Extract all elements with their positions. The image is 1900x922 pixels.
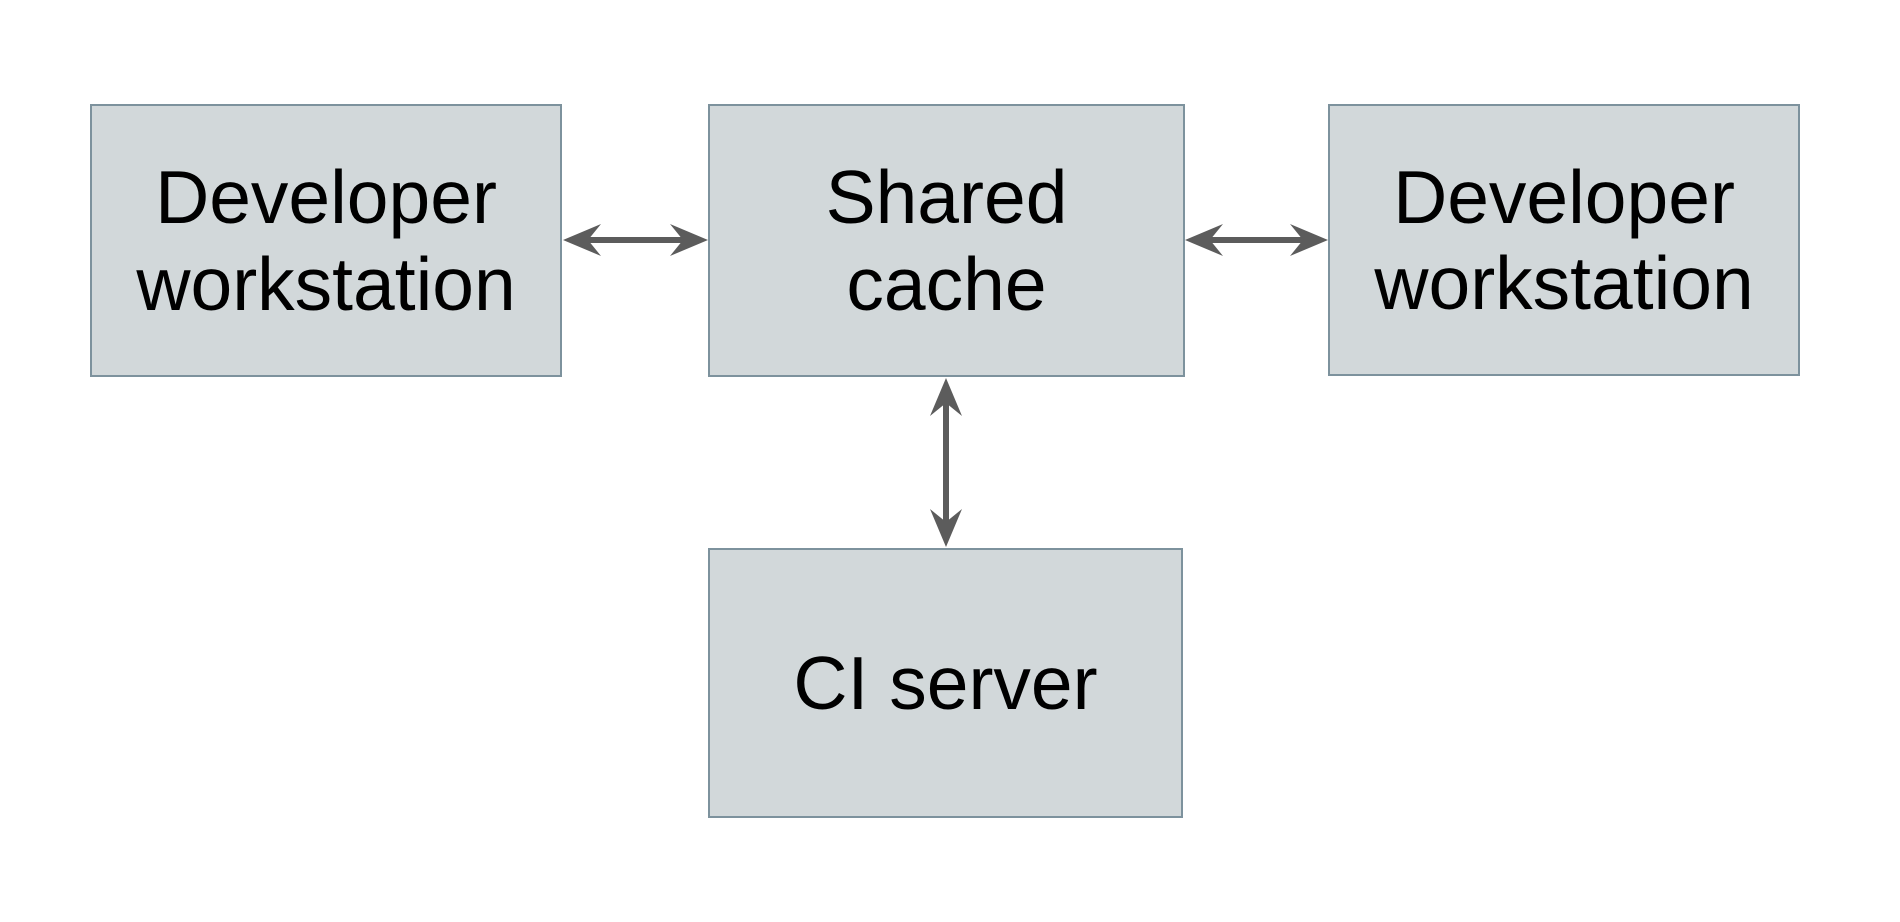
node-label-line: cache [846, 241, 1047, 326]
arrowhead-left-icon [1185, 224, 1223, 256]
node-developer-workstation-left: Developer workstation [90, 104, 562, 377]
arrowhead-right-icon [1290, 224, 1328, 256]
node-shared-cache: Shared cache [708, 104, 1185, 377]
arrowhead-left-icon [563, 224, 601, 256]
node-ci-server: CI server [708, 548, 1183, 818]
node-label-line: workstation [136, 241, 516, 326]
arrowhead-up-icon [930, 378, 962, 416]
arrowhead-down-icon [930, 509, 962, 547]
node-developer-workstation-right: Developer workstation [1328, 104, 1800, 376]
arrow-cache-workstation-right [1185, 224, 1328, 256]
node-label-line: Developer [1393, 154, 1735, 239]
arrowhead-right-icon [670, 224, 708, 256]
node-label-line: workstation [1374, 241, 1754, 325]
arrow-workstation-left-cache [563, 224, 708, 256]
node-label-line: Developer [155, 155, 497, 240]
arrow-cache-ci-server [930, 378, 962, 547]
node-label-line: CI server [793, 640, 1098, 725]
node-label-line: Shared [825, 155, 1068, 240]
